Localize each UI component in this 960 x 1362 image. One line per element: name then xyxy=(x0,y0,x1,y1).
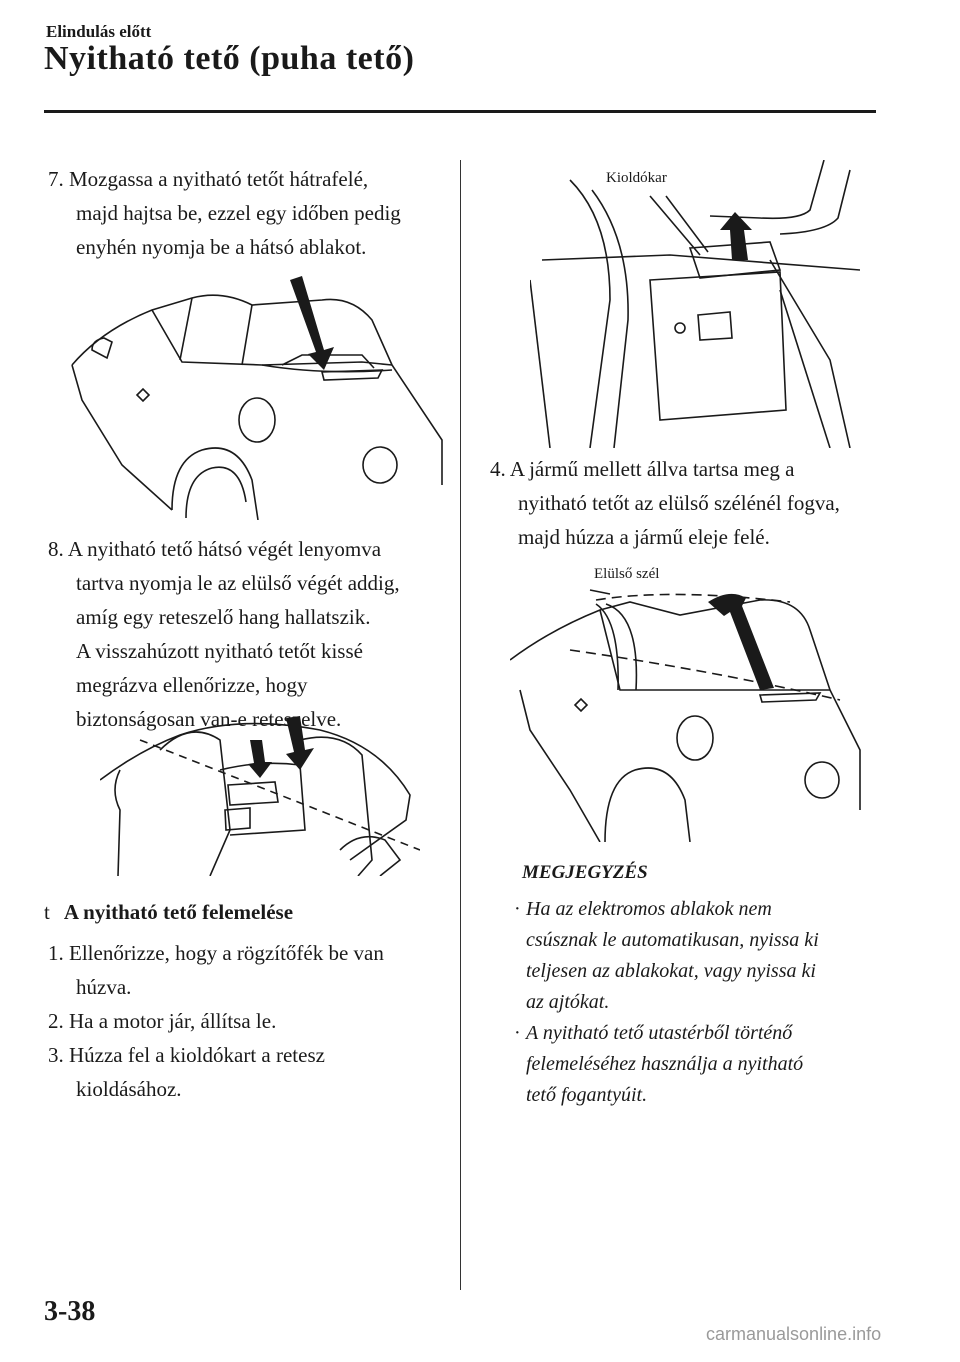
note-item-1: · Ha az elektromos ablakok nem csúsznak … xyxy=(514,894,886,1018)
figure-lift-roof xyxy=(510,580,862,842)
step-3-line: 3. Húzza fel a kioldókart a retesz xyxy=(48,1043,325,1067)
note-line: felemeléséhez használja a nyitható xyxy=(526,1053,804,1075)
step-7-line: majd hajtsa be, ezzel egy időben pedig xyxy=(76,201,401,225)
step-4-line: majd húzza a jármű eleje felé. xyxy=(518,525,770,549)
column-divider xyxy=(460,160,461,1290)
step-3-line: kioldásához. xyxy=(76,1077,182,1101)
page-number: 3-38 xyxy=(44,1296,96,1327)
step-4-line: nyitható tetőt az elülső szélénél fogva, xyxy=(518,491,840,515)
step-8-line: amíg egy reteszelő hang hallatszik. xyxy=(76,605,371,629)
step-8: 8. A nyitható tető hátsó végét lenyomva … xyxy=(48,532,448,736)
step-8-line: megrázva ellenőrizze, hogy xyxy=(76,673,308,697)
callout-front-edge: Elülső szél xyxy=(594,566,660,582)
step-3: 3. Húzza fel a kioldókart a retesz kiold… xyxy=(48,1038,448,1106)
step-4: 4. A jármű mellett állva tartsa meg a ny… xyxy=(490,452,890,554)
step-2-line: 2. Ha a motor jár, állítsa le. xyxy=(48,1009,277,1033)
step-2: 2. Ha a motor jár, állítsa le. xyxy=(48,1004,448,1038)
section-label: Elindulás előtt xyxy=(46,22,152,41)
note-line: teljesen az ablakokat, vagy nyissa ki xyxy=(526,960,816,982)
title-rule xyxy=(44,110,876,113)
note-line: A nyitható tető utastérből történő xyxy=(526,1022,793,1044)
note-line: az ajtókat. xyxy=(526,991,610,1013)
figure-fold-roof xyxy=(62,270,448,520)
step-1: 1. Ellenőrizze, hogy a rögzítőfék be van… xyxy=(48,936,448,1004)
note-title: MEGJEGYZÉS xyxy=(522,862,648,883)
note-line: Ha az elektromos ablakok nem xyxy=(526,898,772,920)
note-line: csúsznak le automatikusan, nyissa ki xyxy=(526,929,819,951)
step-4-line: 4. A jármű mellett állva tartsa meg a xyxy=(490,457,795,481)
step-7-line: enyhén nyomja be a hátsó ablakot. xyxy=(76,235,367,259)
step-7: 7. Mozgassa a nyitható tetőt hátrafelé, … xyxy=(48,162,448,264)
figure-latch-roof xyxy=(100,710,420,876)
step-7-line: 7. Mozgassa a nyitható tetőt hátrafelé, xyxy=(48,167,369,191)
step-8-line: tartva nyomja le az elülső végét addig, xyxy=(76,571,400,595)
bullet-icon: · xyxy=(514,1022,521,1044)
watermark-link[interactable]: carmanualsonline.info xyxy=(706,1324,882,1344)
subsection-title: A nyitható tető felemelése xyxy=(63,900,294,924)
subsection-marker: t xyxy=(44,900,50,924)
step-1-line: 1. Ellenőrizze, hogy a rögzítőfék be van xyxy=(48,941,384,965)
figure-release-lever xyxy=(530,160,860,448)
step-8-line: A visszahúzott nyitható tetőt kissé xyxy=(76,639,363,663)
bullet-icon: · xyxy=(514,898,521,920)
note-line: tető fogantyúit. xyxy=(526,1084,648,1106)
note-item-2: · A nyitható tető utastérből történő fel… xyxy=(514,1018,886,1111)
callout-release-lever: Kioldókar xyxy=(606,170,667,186)
step-1-line: húzva. xyxy=(76,975,132,999)
subsection-heading: t A nyitható tető felemelése xyxy=(44,900,293,925)
page-title: Nyitható tető (puha tető) xyxy=(44,40,415,77)
step-8-line: 8. A nyitható tető hátsó végét lenyomva xyxy=(48,537,382,561)
